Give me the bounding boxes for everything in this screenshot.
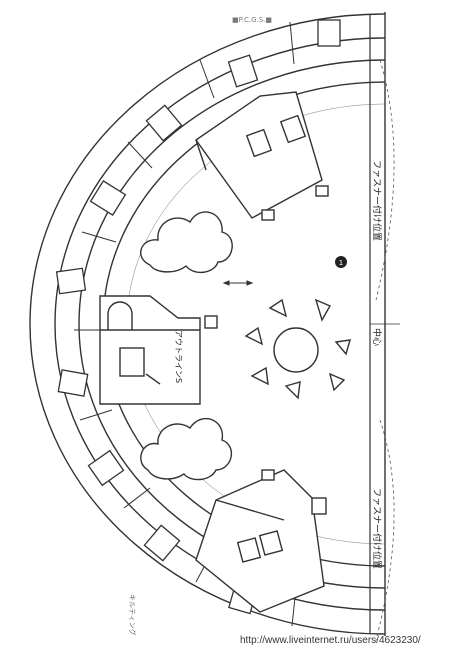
number-marker-label: 1	[339, 259, 343, 267]
center-edge-lines	[369, 12, 400, 636]
corner-note: キルティング	[128, 594, 137, 636]
outline-label: アウトラインS	[174, 330, 183, 383]
cloud-bottom	[140, 417, 233, 481]
cloud-top	[140, 211, 233, 273]
fastener-label-bottom: ファスナー付け位置	[371, 488, 383, 569]
house-bottom	[195, 469, 327, 613]
sun-icon	[244, 298, 351, 400]
fastener-label-top: ファスナー付け位置	[371, 160, 383, 241]
header-stamp: ■P.C.G.S.■	[232, 16, 272, 24]
number-marker	[335, 256, 347, 268]
double-arrow-icon	[222, 280, 254, 286]
house-middle	[99, 295, 218, 405]
watermark-url: http://www.liveinternet.ru/users/4623230…	[240, 635, 421, 646]
house-top	[195, 91, 329, 221]
fastener-arcs	[375, 59, 395, 641]
center-label: 中心	[371, 328, 383, 346]
